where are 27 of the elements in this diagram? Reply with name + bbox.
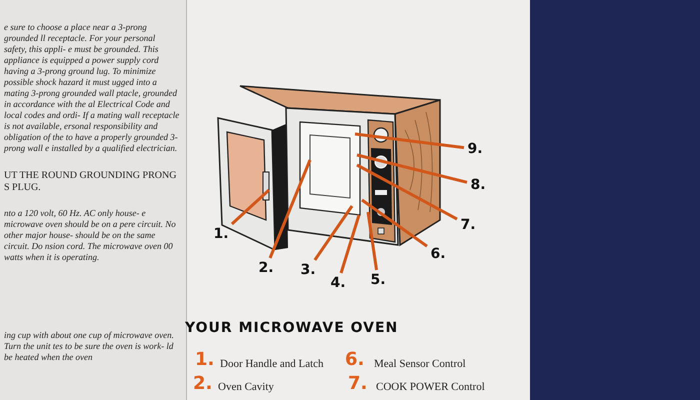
list-item-text: COOK POWER Control [376, 380, 486, 394]
list-number: 6. [345, 350, 366, 370]
title: YOUR MICROWAVE OVEN [185, 319, 398, 338]
paragraph: e sure to choose a place near a 3-prong grounded ll receptacle. For your personal safety, this appli- e must be grounded. This appliance is equipped a power supply cord having a 3-prong ground lug. To minimize possible shock hazard it must ugged into a mating 3-prong grounded wall ptacle, grounded in accordance with the al Electrical Code and local codes and ordi- If a mating wall receptacle is not available, ersonal responsibility and obligation of the to have a properly grounded 3-prong wall e installed by a qualified electrician. [4, 22, 180, 154]
list-number: 1. [195, 350, 216, 370]
callout-number: 5. [367, 270, 389, 290]
callout-number: 9. [464, 139, 486, 159]
list-number: 2. [193, 374, 214, 394]
leader-line [354, 132, 464, 150]
paragraph: nto a 120 volt, 60 Hz. AC only house- e microwave oven should be on a pere circuit. No other major house- should be on the same circuit. Do nsion cord. The microwave oven 00 watts when it is operating. [4, 208, 177, 263]
list-number: 7. [348, 374, 368, 394]
leader-line [356, 154, 468, 184]
list-item-text: Meal Sensor Control [374, 357, 467, 371]
callout-number: 3. [297, 260, 319, 280]
callout-number: 1. [210, 224, 232, 244]
callout-number: 6. [427, 244, 449, 264]
leader-line [314, 205, 354, 261]
leader-line [366, 212, 378, 270]
callout-number: 2. [255, 258, 277, 278]
leader-line [340, 214, 360, 274]
heading: UT THE ROUND GROUNDING PRONG S PLUG. [4, 170, 178, 194]
callout-number: 4. [327, 273, 349, 293]
list-item-text: Door Handle and Latch [220, 357, 325, 371]
callout-number: 7. [457, 215, 479, 235]
paragraph: ing cup with about one cup of microwave oven. Turn the unit tes to be sure the oven is work- ld be heated when the oven [4, 330, 175, 363]
callout-number: 8. [467, 175, 489, 195]
list-item-text: Oven Cavity [218, 380, 275, 394]
